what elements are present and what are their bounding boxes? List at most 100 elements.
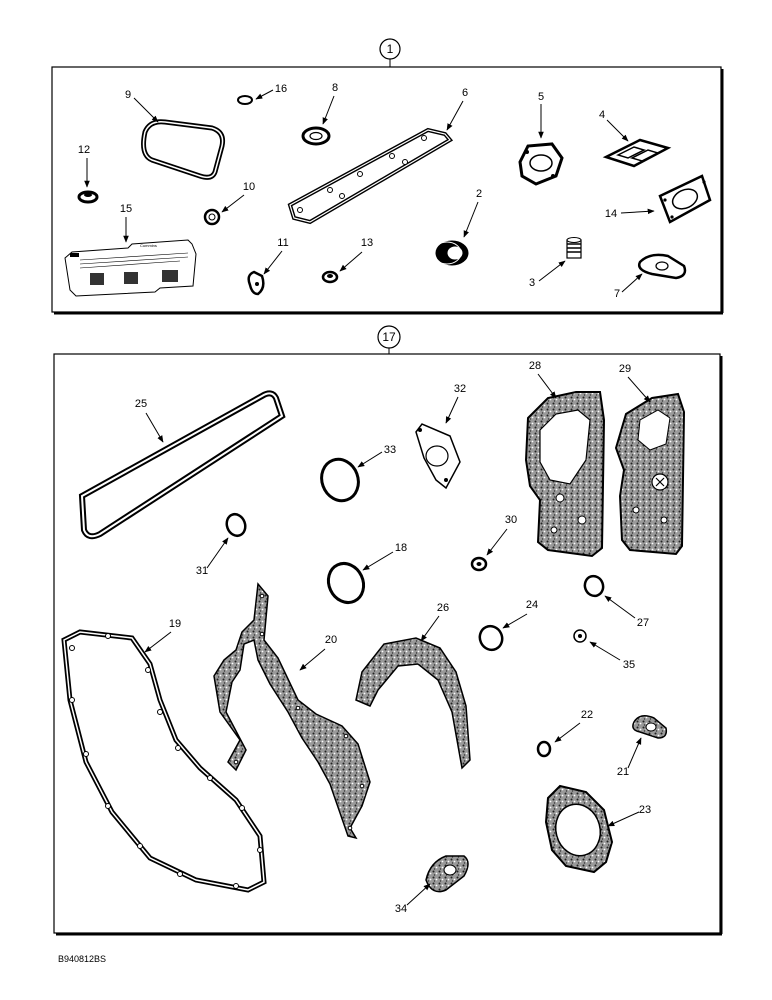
part-6-label: 6 [462, 87, 468, 99]
part-10-leader [221, 194, 245, 213]
part-15-instruction-sheet: Cummins [64, 239, 197, 297]
part-35-leader [589, 641, 621, 661]
part-25-leader [145, 412, 164, 443]
part-32-label: 32 [454, 383, 466, 395]
part-10-label: 10 [243, 181, 255, 193]
part-9-label: 9 [125, 89, 131, 101]
part-35-label: 35 [623, 659, 635, 671]
part-24-o-ring [478, 624, 504, 652]
part-23-leader [607, 811, 640, 827]
part-18-leader [362, 551, 394, 571]
part-32-leader [445, 396, 459, 424]
part-25-label: 25 [135, 398, 147, 410]
part-22-label: 22 [581, 709, 593, 721]
part-18-o-ring [326, 562, 366, 604]
part-16-leader [255, 89, 274, 100]
part-27-o-ring [583, 574, 605, 598]
part-24-leader [502, 613, 528, 629]
part-4-label: 4 [599, 109, 605, 121]
part-24-label: 24 [526, 599, 538, 611]
part-3-leader [538, 260, 566, 282]
part-13-label: 13 [361, 237, 373, 249]
part-34-leader [406, 883, 431, 906]
part-4-leader [606, 119, 629, 142]
part-33-o-ring [320, 457, 360, 503]
part-19-label: 19 [169, 618, 181, 630]
part-30-label: 30 [505, 514, 517, 526]
kit-17-callout: 17 [377, 325, 401, 354]
part-5-label: 5 [538, 91, 544, 103]
part-14-leader [620, 208, 655, 215]
part-4-double-port-gasket [602, 138, 672, 168]
part-33-label: 33 [384, 444, 396, 456]
part-10-seal [203, 208, 221, 226]
kit-1-label: 1 [387, 42, 394, 56]
part-20-label: 20 [325, 634, 337, 646]
figure-code: B940812BS [58, 954, 106, 964]
part-19-leader [144, 631, 172, 653]
part-32-triangle-gasket [415, 423, 461, 490]
part-29-leader [627, 376, 651, 403]
part-29-cover-gasket [614, 392, 686, 556]
part-2-crank-seal [432, 240, 469, 266]
part-14-label: 14 [605, 208, 617, 220]
kit-17-panel [53, 353, 723, 936]
part-26-label: 26 [437, 602, 449, 614]
part-11-clip [247, 270, 265, 296]
part-16-label: 16 [275, 83, 287, 95]
part-8-leader [322, 95, 335, 125]
part-15-label: 15 [120, 203, 132, 215]
part-14-flange-gasket [658, 174, 712, 224]
part-2-label: 2 [476, 188, 482, 200]
part-8-label: 8 [332, 82, 338, 94]
part-3-plug [566, 237, 582, 259]
part-27-label: 27 [637, 617, 649, 629]
part-13-o-ring [321, 270, 339, 284]
kit-1-callout: 1 [379, 38, 401, 67]
part-28-label: 28 [529, 360, 541, 372]
part-11-label: 11 [277, 237, 288, 249]
part-31-o-ring [225, 512, 247, 538]
part-11-leader [263, 250, 283, 275]
part-6-leader [446, 100, 464, 131]
part-23-label: 23 [639, 804, 651, 816]
part-35-washer [573, 629, 587, 643]
part-27-leader [604, 595, 636, 619]
part-2-leader [463, 201, 479, 238]
part-25-valve-cover-gasket [78, 390, 286, 540]
part-8-oil-seal [301, 126, 331, 146]
part-22-leader [554, 722, 581, 743]
part-18-label: 18 [395, 542, 407, 554]
part-20-gear-cover-gasket [213, 582, 371, 840]
part-21-flange-gasket [632, 715, 668, 739]
part-20-leader [299, 648, 326, 671]
part-7-leader [621, 273, 643, 293]
part-34-label: 34 [395, 903, 407, 915]
part-23-round-flange-gasket [544, 784, 614, 874]
part-3-label: 3 [529, 277, 535, 289]
part-26-leader [420, 615, 440, 642]
part-12-label: 12 [78, 144, 90, 156]
part-22-o-ring [536, 740, 552, 758]
part-28-leader [537, 373, 557, 399]
part-28-gear-housing-gasket [524, 391, 606, 558]
part-31-label: 31 [196, 565, 208, 577]
part-29-label: 29 [619, 363, 631, 375]
part-12-bushing [77, 190, 99, 204]
part-9-leader [133, 97, 159, 123]
part-33-leader [357, 451, 383, 468]
part-34-teardrop-gasket [425, 855, 469, 893]
part-19-front-cover-gasket [61, 629, 267, 893]
part-13-leader [339, 251, 363, 272]
part-7-oval-gasket [638, 253, 687, 280]
part-31-leader [206, 537, 229, 569]
part-21-label: 21 [617, 766, 629, 778]
svg-text:Cummins: Cummins [140, 243, 157, 248]
kit-17-label: 17 [382, 330, 396, 344]
kit-1-panel [51, 66, 724, 315]
part-5-flange-gasket [518, 142, 564, 186]
part-26-arch-gasket [355, 637, 471, 770]
part-21-leader [627, 737, 642, 769]
part-30-leader [486, 528, 508, 556]
